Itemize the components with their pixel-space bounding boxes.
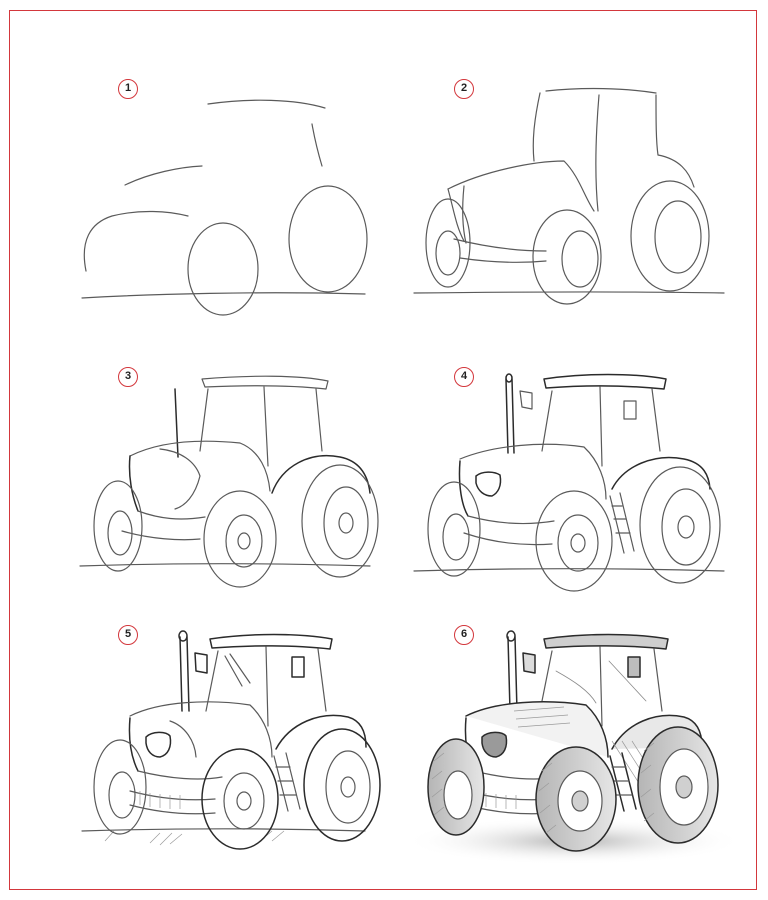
tutorial-sheet: 1 2 xyxy=(9,10,757,890)
step-number-badge: 2 xyxy=(454,79,474,99)
step-4-sketch xyxy=(413,373,725,592)
step-4-panel: 4 xyxy=(384,301,754,592)
step-number-badge: 5 xyxy=(118,625,138,645)
step-number-badge: 3 xyxy=(118,367,138,387)
step-2-panel: 2 xyxy=(384,11,754,305)
step-5-panel: 5 xyxy=(10,591,381,881)
step-3-panel: 3 xyxy=(10,301,380,591)
step-number-badge: 6 xyxy=(454,625,474,645)
step-2-sketch xyxy=(413,87,725,305)
step-1-panel: 1 xyxy=(10,11,380,316)
step-1-sketch xyxy=(81,99,368,316)
step-number-badge: 1 xyxy=(118,79,138,99)
step-6-sketch xyxy=(404,630,744,865)
step-number-badge: 4 xyxy=(454,367,474,387)
step-5-sketch xyxy=(81,630,381,850)
step-6-panel: 6 xyxy=(384,591,754,881)
step-3-sketch xyxy=(79,375,379,588)
